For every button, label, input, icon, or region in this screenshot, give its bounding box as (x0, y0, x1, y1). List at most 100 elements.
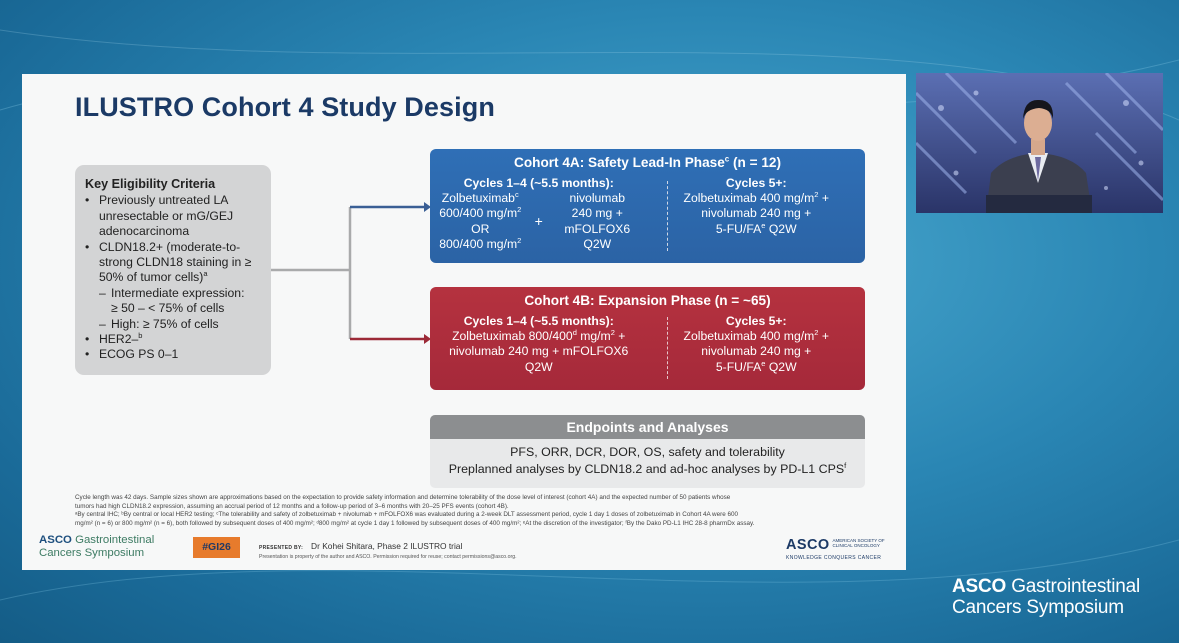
asco-wordmark: ASCO (952, 576, 1007, 597)
dash: – (99, 285, 106, 300)
bullet: • (85, 347, 90, 362)
presentation-slide: ILUSTRO Cohort 4 Study Design Key Eligib… (22, 74, 906, 570)
cohort-4a-box: Cohort 4A: Safety Lead-In Phasec (n = 12… (430, 149, 865, 263)
dashed-divider (667, 181, 668, 251)
dose-line: mFOLFOX6 (564, 221, 631, 236)
cohort-4a-title-text: Cohort 4A: Safety Lead-In Phase (514, 155, 725, 170)
criterion-subitem: – Intermediate expression: (85, 286, 261, 301)
dose-text: Q2W (765, 221, 797, 236)
criterion-text: High: ≥ 75% of cells (111, 316, 219, 331)
dose-text: 5-FU/FA (715, 359, 762, 374)
cohort-4a-title: Cohort 4A: Safety Lead-In Phasec (n = 12… (430, 149, 865, 175)
dose-line: Zolbetuximab 400 mg/m2 + (648, 329, 866, 344)
cohort-4b-columns: Cycles 1–4 (~5.5 months): Zolbetuximab 8… (430, 314, 865, 375)
endpoints-line: Preplanned analyses by CLDN18.2 and ad-h… (430, 461, 865, 478)
dose-line: nivolumab 240 mg + mFOLFOX6 (449, 344, 629, 359)
dose-line: nivolumab 240 mg + (701, 206, 812, 221)
asco-wordmark: ASCO (786, 537, 830, 553)
criterion-item: • ECOG PS 0–1 (85, 347, 261, 362)
footnote-mark: c (514, 190, 519, 200)
nivolumab-regimen: nivolumab 240 mg + mFOLFOX6 Q2W (550, 191, 645, 252)
cycles-heading: Cycles 1–4 (~5.5 months): (463, 314, 614, 328)
logo-text: Gastrointestinal (1006, 576, 1140, 597)
dose-line: Zolbetuximabc (433, 191, 528, 206)
criterion-item: • Previously untreated LA unresectable o… (85, 193, 261, 239)
cohort-4a-columns: Cycles 1–4 (~5.5 months): Zolbetuximabc … (430, 176, 865, 252)
symposium-logo: ASCO Gastrointestinal Cancers Symposium (952, 576, 1140, 618)
presented-by: PRESENTED BY: Dr Kohei Shitara, Phase 2 … (259, 541, 462, 551)
footnote-mark: b (138, 331, 143, 340)
criterion-text-wrap: HER2–b (99, 332, 142, 347)
hashtag-badge: #GI26 (193, 537, 240, 558)
bullet: • (85, 193, 90, 208)
footnote-line: tumors had high CLDN18.2 expression, ass… (75, 502, 509, 510)
logo-text: Gastrointestinal (71, 534, 155, 546)
drug-name: Zolbetuximab (441, 191, 515, 206)
slide-title: ILUSTRO Cohort 4 Study Design (75, 92, 495, 122)
dose-line: Q2W (583, 236, 612, 251)
endpoints-text: Preplanned analyses by CLDN18.2 and ad-h… (448, 462, 845, 476)
criterion-text-wrap: CLDN18.2+ (moderate-to-strong CLDN18 sta… (99, 240, 261, 286)
endpoints-heading: Endpoints and Analyses (430, 415, 865, 439)
dose-text: + (614, 329, 626, 344)
eligibility-heading: Key Eligibility Criteria (85, 177, 216, 191)
footnote-line: ᵃBy central IHC; ᵇBy central or local HE… (75, 511, 738, 519)
cohort-4b-box: Cohort 4B: Expansion Phase (n = ~65) Cyc… (430, 287, 865, 390)
dose-text: Q2W (765, 359, 797, 374)
arrowhead-4a (424, 202, 431, 212)
dose-text: Zolbetuximab 400 mg/m (683, 329, 815, 344)
logo-line: ASCO Gastrointestinal (952, 576, 1140, 597)
bullet: • (85, 239, 90, 254)
logo-line: Cancers Symposium (39, 546, 145, 559)
superscript: 2 (814, 190, 819, 200)
criterion-text: CLDN18.2+ (moderate-to-strong CLDN18 sta… (99, 239, 252, 285)
cohort-4b-title: Cohort 4B: Expansion Phase (n = ~65) (524, 293, 771, 308)
dashed-divider (667, 317, 668, 379)
asco-small-line: AMERICAN SOCIETY OF (832, 538, 885, 543)
dose-line: Zolbetuximab 400 mg/m2 + (648, 191, 866, 206)
superscript: 2 (814, 328, 819, 338)
cycles-heading: Cycles 5+: (725, 176, 787, 190)
dose-line: 5-FU/FAe Q2W (648, 359, 866, 375)
footnote-line: mg/m² (n = 6) or 800 mg/m² (n = 6), both… (75, 519, 755, 527)
criterion-subitem: – High: ≥ 75% of cells (85, 317, 261, 332)
dose-line: 240 mg + (571, 206, 623, 221)
slide-footnote: Cycle length was 42 days. Sample sizes s… (75, 494, 875, 528)
presented-label: PRESENTED BY: (259, 545, 304, 551)
symposium-logo-small: ASCO Gastrointestinal Cancers Symposium (39, 534, 154, 559)
zolbetuximab-dose: Zolbetuximabc 600/400 mg/m2 OR 800/400 m… (433, 191, 528, 252)
dose-line: OR (471, 221, 490, 236)
plus-sign: + (534, 213, 543, 229)
dose-text: mg/m (576, 329, 611, 344)
dose-text: + (818, 329, 829, 344)
footnote-mark: f (844, 460, 847, 470)
dose-line: Zolbetuximab 800/400d mg/m2 + (430, 329, 648, 344)
arrowhead-4b (424, 334, 431, 344)
eligibility-criteria-box: Key Eligibility Criteria • Previously un… (75, 165, 271, 375)
cycles-heading: Cycles 1–4 (~5.5 months): (463, 176, 614, 190)
dose-line: 600/400 mg/m2 (433, 206, 528, 221)
footnote-mark: c (724, 154, 730, 164)
dose-text: + (818, 191, 829, 206)
speaker-video-frame (916, 73, 1163, 213)
cycles-heading: Cycles 5+: (725, 314, 787, 328)
presenter-name: Dr Kohei Shitara, Phase 2 ILUSTRO trial (311, 541, 463, 551)
dose-text: 800/400 mg/m (439, 236, 518, 251)
dose-text: Zolbetuximab 400 mg/m (683, 191, 815, 206)
footnote-line: Cycle length was 42 days. Sample sizes s… (75, 494, 731, 501)
regimen-combo: Zolbetuximabc 600/400 mg/m2 OR 800/400 m… (430, 191, 648, 252)
criterion-text: ECOG PS 0–1 (99, 347, 179, 362)
flow-connectors (271, 202, 431, 344)
asco-small-line: CLINICAL ONCOLOGY (832, 543, 880, 548)
dose-text: 5-FU/FA (715, 221, 762, 236)
speaker-video (916, 73, 1163, 213)
dose-line: nivolumab 240 mg + (701, 344, 812, 359)
footnote-mark: a (203, 269, 208, 279)
dose-line: nivolumab (569, 191, 626, 206)
dose-line: 5-FU/FAe Q2W (648, 221, 866, 237)
logo-line: ASCO Gastrointestinal (39, 534, 154, 547)
asco-tagline: KNOWLEDGE CONQUERS CANCER (786, 555, 882, 561)
dose-line: 800/400 mg/m2 (433, 237, 528, 252)
